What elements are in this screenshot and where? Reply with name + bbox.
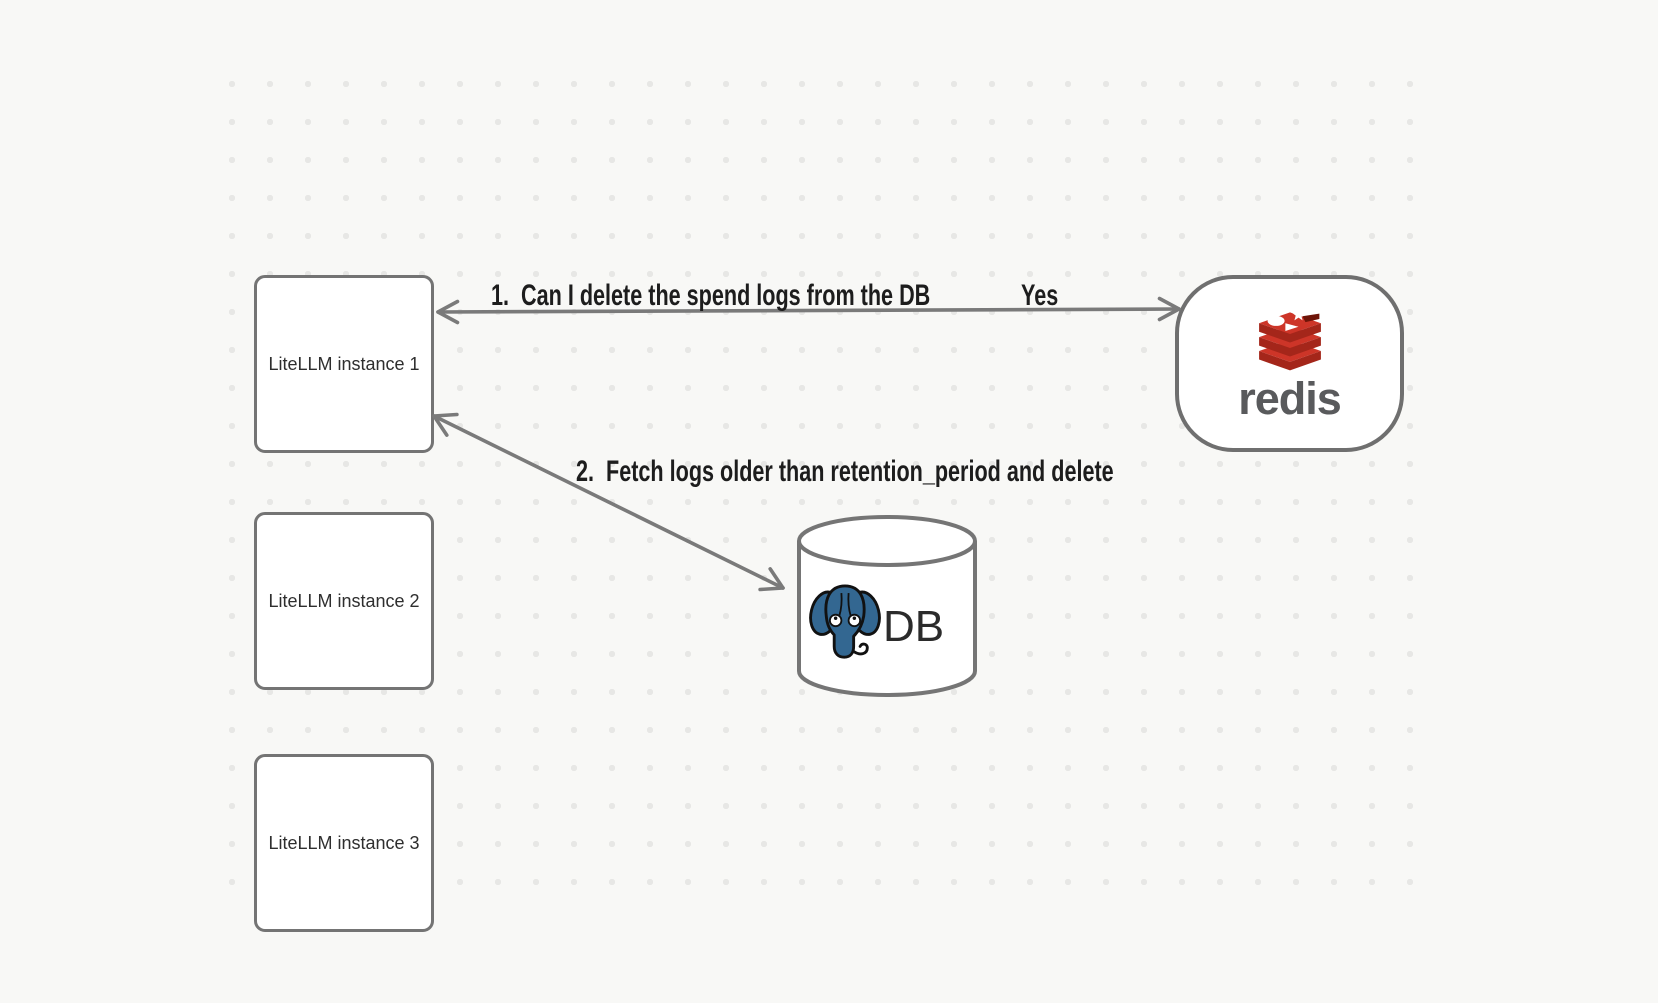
litellm-instance-2-node: LiteLLM instance 2: [254, 512, 434, 690]
elephant-trunk-ridge: [838, 593, 852, 617]
edge-label-1-response: Yes: [1021, 279, 1059, 312]
edge-label-1: 1. Can I delete the spend logs from the …: [491, 279, 931, 312]
elephant-left-eye: [828, 613, 843, 628]
postgres-db-node: DB: [797, 515, 977, 697]
redis-circle-decoration: [1267, 315, 1285, 326]
litellm-instance-3-label: LiteLLM instance 3: [268, 832, 420, 853]
redis-triangle-decoration: [1284, 322, 1298, 331]
redis-node: redis: [1175, 275, 1404, 452]
litellm-instance-1-node: LiteLLM instance 1: [254, 275, 434, 453]
edge-label-2: 2. Fetch logs older than retention_perio…: [576, 455, 1114, 488]
redis-wordmark: redis: [1238, 372, 1342, 424]
redis-logo-icon: [1258, 307, 1321, 370]
postgresql-elephant-icon: [809, 584, 881, 659]
cylinder-top: [797, 515, 977, 567]
elephant-trunk-curl: [852, 642, 869, 656]
litellm-instance-1-label: LiteLLM instance 1: [268, 353, 420, 374]
elephant-right-eye: [847, 613, 862, 628]
db-label: DB: [883, 602, 944, 651]
redis-notch-decoration: [1301, 313, 1319, 322]
redis-star-decoration: [1291, 307, 1305, 320]
litellm-instance-2-label: LiteLLM instance 2: [268, 590, 420, 611]
litellm-instance-3-node: LiteLLM instance 3: [254, 754, 434, 932]
